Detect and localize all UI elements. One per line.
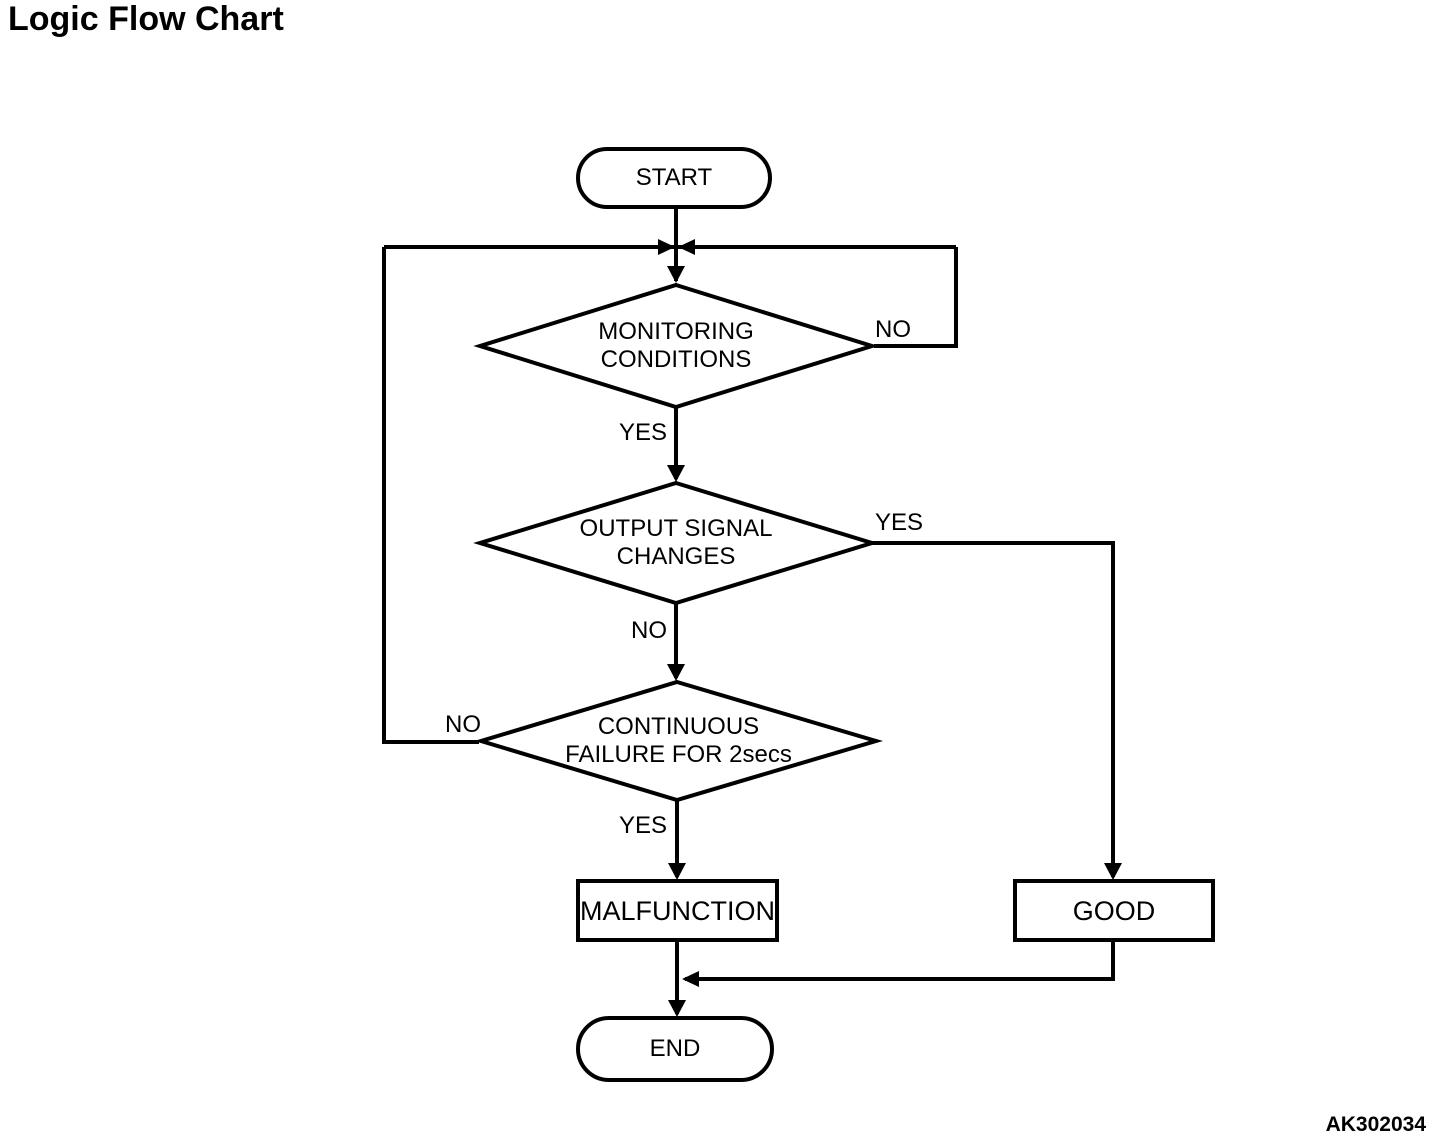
output-decision-line1: OUTPUT SIGNAL <box>579 515 773 542</box>
end-node-shape <box>576 1016 774 1082</box>
monitoring-decision-label: MONITORING CONDITIONS <box>480 287 872 405</box>
continuous-yes-label: YES <box>618 812 667 839</box>
output-no-label: NO <box>631 617 667 644</box>
good-node-shape <box>1013 879 1215 942</box>
malfunction-node-shape <box>576 879 779 942</box>
continuous-no-label: NO <box>445 711 481 738</box>
monitoring-decision-line2: CONDITIONS <box>600 346 752 373</box>
arrowhead-into-continuous <box>667 664 685 681</box>
malfunction-node-label: MALFUNCTION <box>580 895 775 926</box>
arrowhead-junction-left <box>678 239 695 255</box>
arrowhead-merge-left <box>682 971 699 987</box>
figure-code: AK302034 <box>1325 1113 1426 1136</box>
monitoring-no-label: NO <box>875 316 911 343</box>
edge-good-to-merge <box>685 940 1115 981</box>
edge-output-yes-to-good <box>872 541 1115 877</box>
continuous-decision-label: CONTINUOUS FAILURE FOR 2secs <box>481 683 876 799</box>
continuous-decision-shape <box>474 679 884 803</box>
continuous-decision-line1: CONTINUOUS <box>597 713 760 740</box>
monitoring-yes-label: YES <box>618 419 667 446</box>
monitoring-decision-line1: MONITORING <box>598 318 754 345</box>
arrowhead-junction-right <box>658 239 675 255</box>
output-decision-line2: CHANGES <box>616 543 736 570</box>
output-decision-label: OUTPUT SIGNAL CHANGES <box>480 484 872 602</box>
end-node-label: END <box>649 1035 701 1062</box>
start-node-shape <box>576 147 772 209</box>
monitoring-decision-shape <box>473 282 879 410</box>
start-node-label: START <box>635 164 713 191</box>
arrowhead-into-malfunction <box>668 863 686 880</box>
output-yes-label: YES <box>875 509 924 536</box>
continuous-decision-line2: FAILURE FOR 2secs <box>565 741 792 768</box>
output-decision-shape <box>473 480 879 606</box>
arrowhead-into-output <box>667 465 685 482</box>
arrowhead-into-monitoring <box>667 266 685 283</box>
edge-left-feedback-loop <box>382 247 479 744</box>
arrowhead-into-good <box>1104 863 1122 880</box>
arrowhead-into-end <box>668 1000 686 1017</box>
page-title: Logic Flow Chart <box>8 0 284 38</box>
edge-right-no-loop <box>874 247 958 348</box>
good-node-label: GOOD <box>1072 895 1156 926</box>
